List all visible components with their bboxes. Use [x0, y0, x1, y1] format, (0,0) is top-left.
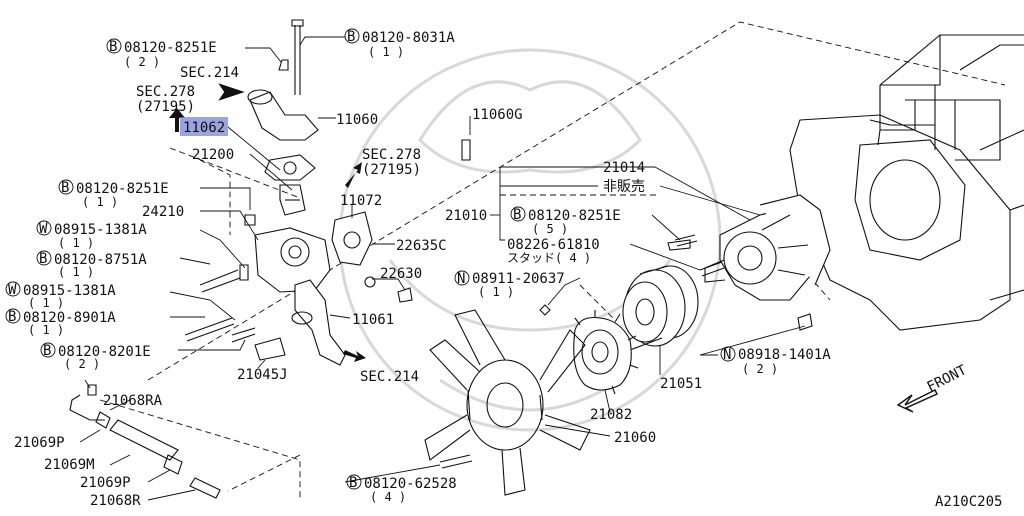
direction-arrows	[169, 83, 938, 413]
callout-08915-1381A-1[interactable]: W 08915-1381A ( 1 )	[36, 220, 147, 250]
svg-text:( 2 ): ( 2 )	[64, 357, 100, 371]
svg-text:N: N	[723, 347, 731, 363]
label-11072[interactable]: 11072	[340, 193, 382, 209]
label-11061[interactable]: 11061	[352, 312, 394, 328]
label-21051[interactable]: 21051	[660, 376, 702, 392]
svg-text:( 1 ): ( 1 )	[478, 285, 514, 299]
svg-text:08120-8251E: 08120-8251E	[76, 181, 169, 197]
svg-text:B: B	[513, 207, 521, 223]
svg-text:スタッド( 4 ): スタッド( 4 )	[507, 251, 591, 265]
svg-text:B: B	[109, 39, 117, 55]
label-21045J[interactable]: 21045J	[237, 367, 288, 383]
thermostat-housing	[254, 154, 331, 293]
label-sec278-mid-sub: (27195)	[362, 162, 421, 178]
fan-21060	[424, 309, 591, 496]
svg-text:B: B	[61, 180, 69, 196]
svg-text:B: B	[349, 475, 357, 491]
label-11062[interactable]: 11062	[183, 120, 225, 136]
svg-text:( 2 ): ( 2 )	[742, 362, 778, 376]
callout-08226-61810-stud[interactable]: 08226-61810 スタッド( 4 )	[507, 237, 600, 265]
label-11060G[interactable]: 11060G	[472, 107, 523, 123]
svg-text:08226-61810: 08226-61810	[507, 237, 600, 253]
label-21060[interactable]: 21060	[614, 430, 656, 446]
label-21069M[interactable]: 21069M	[44, 457, 95, 473]
callout-08911-20637[interactable]: N 08911-20637 ( 1 )	[454, 270, 565, 299]
callout-08120-8251E-right[interactable]: B 08120-8251E ( 5 )	[510, 206, 621, 236]
svg-text:( 1 ): ( 1 )	[82, 195, 118, 209]
callout-08120-8251E-mid[interactable]: B 08120-8251E ( 1 )	[58, 179, 169, 209]
svg-text:B: B	[8, 309, 16, 325]
label-sec214-top[interactable]: SEC.214	[180, 65, 239, 81]
label-front: FRONT	[925, 362, 970, 396]
svg-text:( 2 ): ( 2 )	[124, 55, 160, 69]
label-21010[interactable]: 21010	[445, 208, 487, 224]
svg-text:( 1 ): ( 1 )	[58, 236, 94, 250]
svg-text:08120-8901A: 08120-8901A	[23, 310, 116, 326]
label-21200[interactable]: 21200	[192, 147, 234, 163]
callout-08120-8201E[interactable]: B 08120-8201E ( 2 )	[40, 342, 151, 371]
label-sec214-bottom[interactable]: SEC.214	[360, 369, 419, 385]
svg-text:08120-8201E: 08120-8201E	[58, 344, 151, 360]
pulley-21051	[622, 265, 699, 351]
label-sec278-mid[interactable]: SEC.278	[362, 147, 421, 163]
label-21069P-1[interactable]: 21069P	[14, 435, 65, 451]
svg-text:B: B	[347, 29, 355, 45]
label-21082[interactable]: 21082	[590, 407, 632, 423]
engine-block	[789, 34, 1024, 331]
callout-08120-8031A[interactable]: B 08120-8031A ( 1 )	[344, 28, 455, 59]
svg-text:08120-8251E: 08120-8251E	[528, 208, 621, 224]
callout-08918-1401A[interactable]: N 08918-1401A ( 2 )	[720, 346, 831, 376]
label-21068RA[interactable]: 21068RA	[103, 393, 163, 409]
svg-text:N: N	[457, 271, 465, 287]
svg-text:08911-20637: 08911-20637	[472, 271, 565, 287]
svg-text:( 5 ): ( 5 )	[532, 222, 568, 236]
svg-text:B: B	[39, 251, 47, 267]
svg-text:08915-1381A: 08915-1381A	[54, 222, 147, 238]
label-11060[interactable]: 11060	[336, 112, 378, 128]
callout-08120-8901A[interactable]: B 08120-8901A ( 1 )	[5, 308, 116, 337]
svg-text:08918-1401A: 08918-1401A	[738, 347, 831, 363]
svg-text:08120-8031A: 08120-8031A	[362, 30, 455, 46]
diagram-id-code: A210C205	[935, 494, 1002, 510]
leader-lines	[79, 36, 806, 501]
water-outlet-11060	[247, 19, 319, 141]
label-22630[interactable]: 22630	[380, 266, 422, 282]
gasket-11072	[331, 211, 373, 266]
label-sec278-left-sub: (27195)	[136, 99, 195, 115]
svg-text:( 1 ): ( 1 )	[28, 296, 64, 310]
label-21068R[interactable]: 21068R	[90, 493, 141, 509]
fan-coupling-21082	[539, 304, 639, 395]
small-parts	[184, 139, 813, 469]
label-sec278-left[interactable]: SEC.278	[136, 84, 195, 100]
svg-text:( 1 ): ( 1 )	[58, 265, 94, 279]
svg-text:( 4 ): ( 4 )	[370, 490, 406, 504]
label-21014[interactable]: 21014	[603, 160, 645, 176]
svg-text:W: W	[8, 282, 17, 298]
label-not-for-sale: 非販売	[603, 179, 645, 195]
callout-08120-62528[interactable]: B 08120-62528 ( 4 )	[346, 474, 457, 504]
callout-08120-8251E-top[interactable]: B 08120-8251E ( 2 )	[106, 38, 217, 69]
svg-text:08915-1381A: 08915-1381A	[23, 283, 116, 299]
svg-text:08120-8251E: 08120-8251E	[124, 40, 217, 56]
bypass-hose	[69, 384, 221, 499]
svg-text:( 1 ): ( 1 )	[368, 45, 404, 59]
callout-08120-8751A[interactable]: B 08120-8751A ( 1 )	[36, 250, 147, 279]
svg-text:B: B	[43, 343, 51, 359]
svg-text:W: W	[39, 221, 48, 237]
svg-text:08120-8751A: 08120-8751A	[54, 252, 147, 268]
water-pump	[667, 194, 831, 301]
svg-text:08120-62528: 08120-62528	[364, 476, 457, 492]
label-22635C[interactable]: 22635C	[396, 238, 447, 254]
label-24210[interactable]: 24210	[142, 204, 184, 220]
water-inlet-11061	[291, 279, 346, 366]
callout-08915-1381A-2[interactable]: W 08915-1381A ( 1 )	[5, 281, 116, 310]
svg-text:( 1 ): ( 1 )	[28, 323, 64, 337]
highlight-11062	[180, 117, 228, 136]
label-21069P-2[interactable]: 21069P	[80, 475, 131, 491]
